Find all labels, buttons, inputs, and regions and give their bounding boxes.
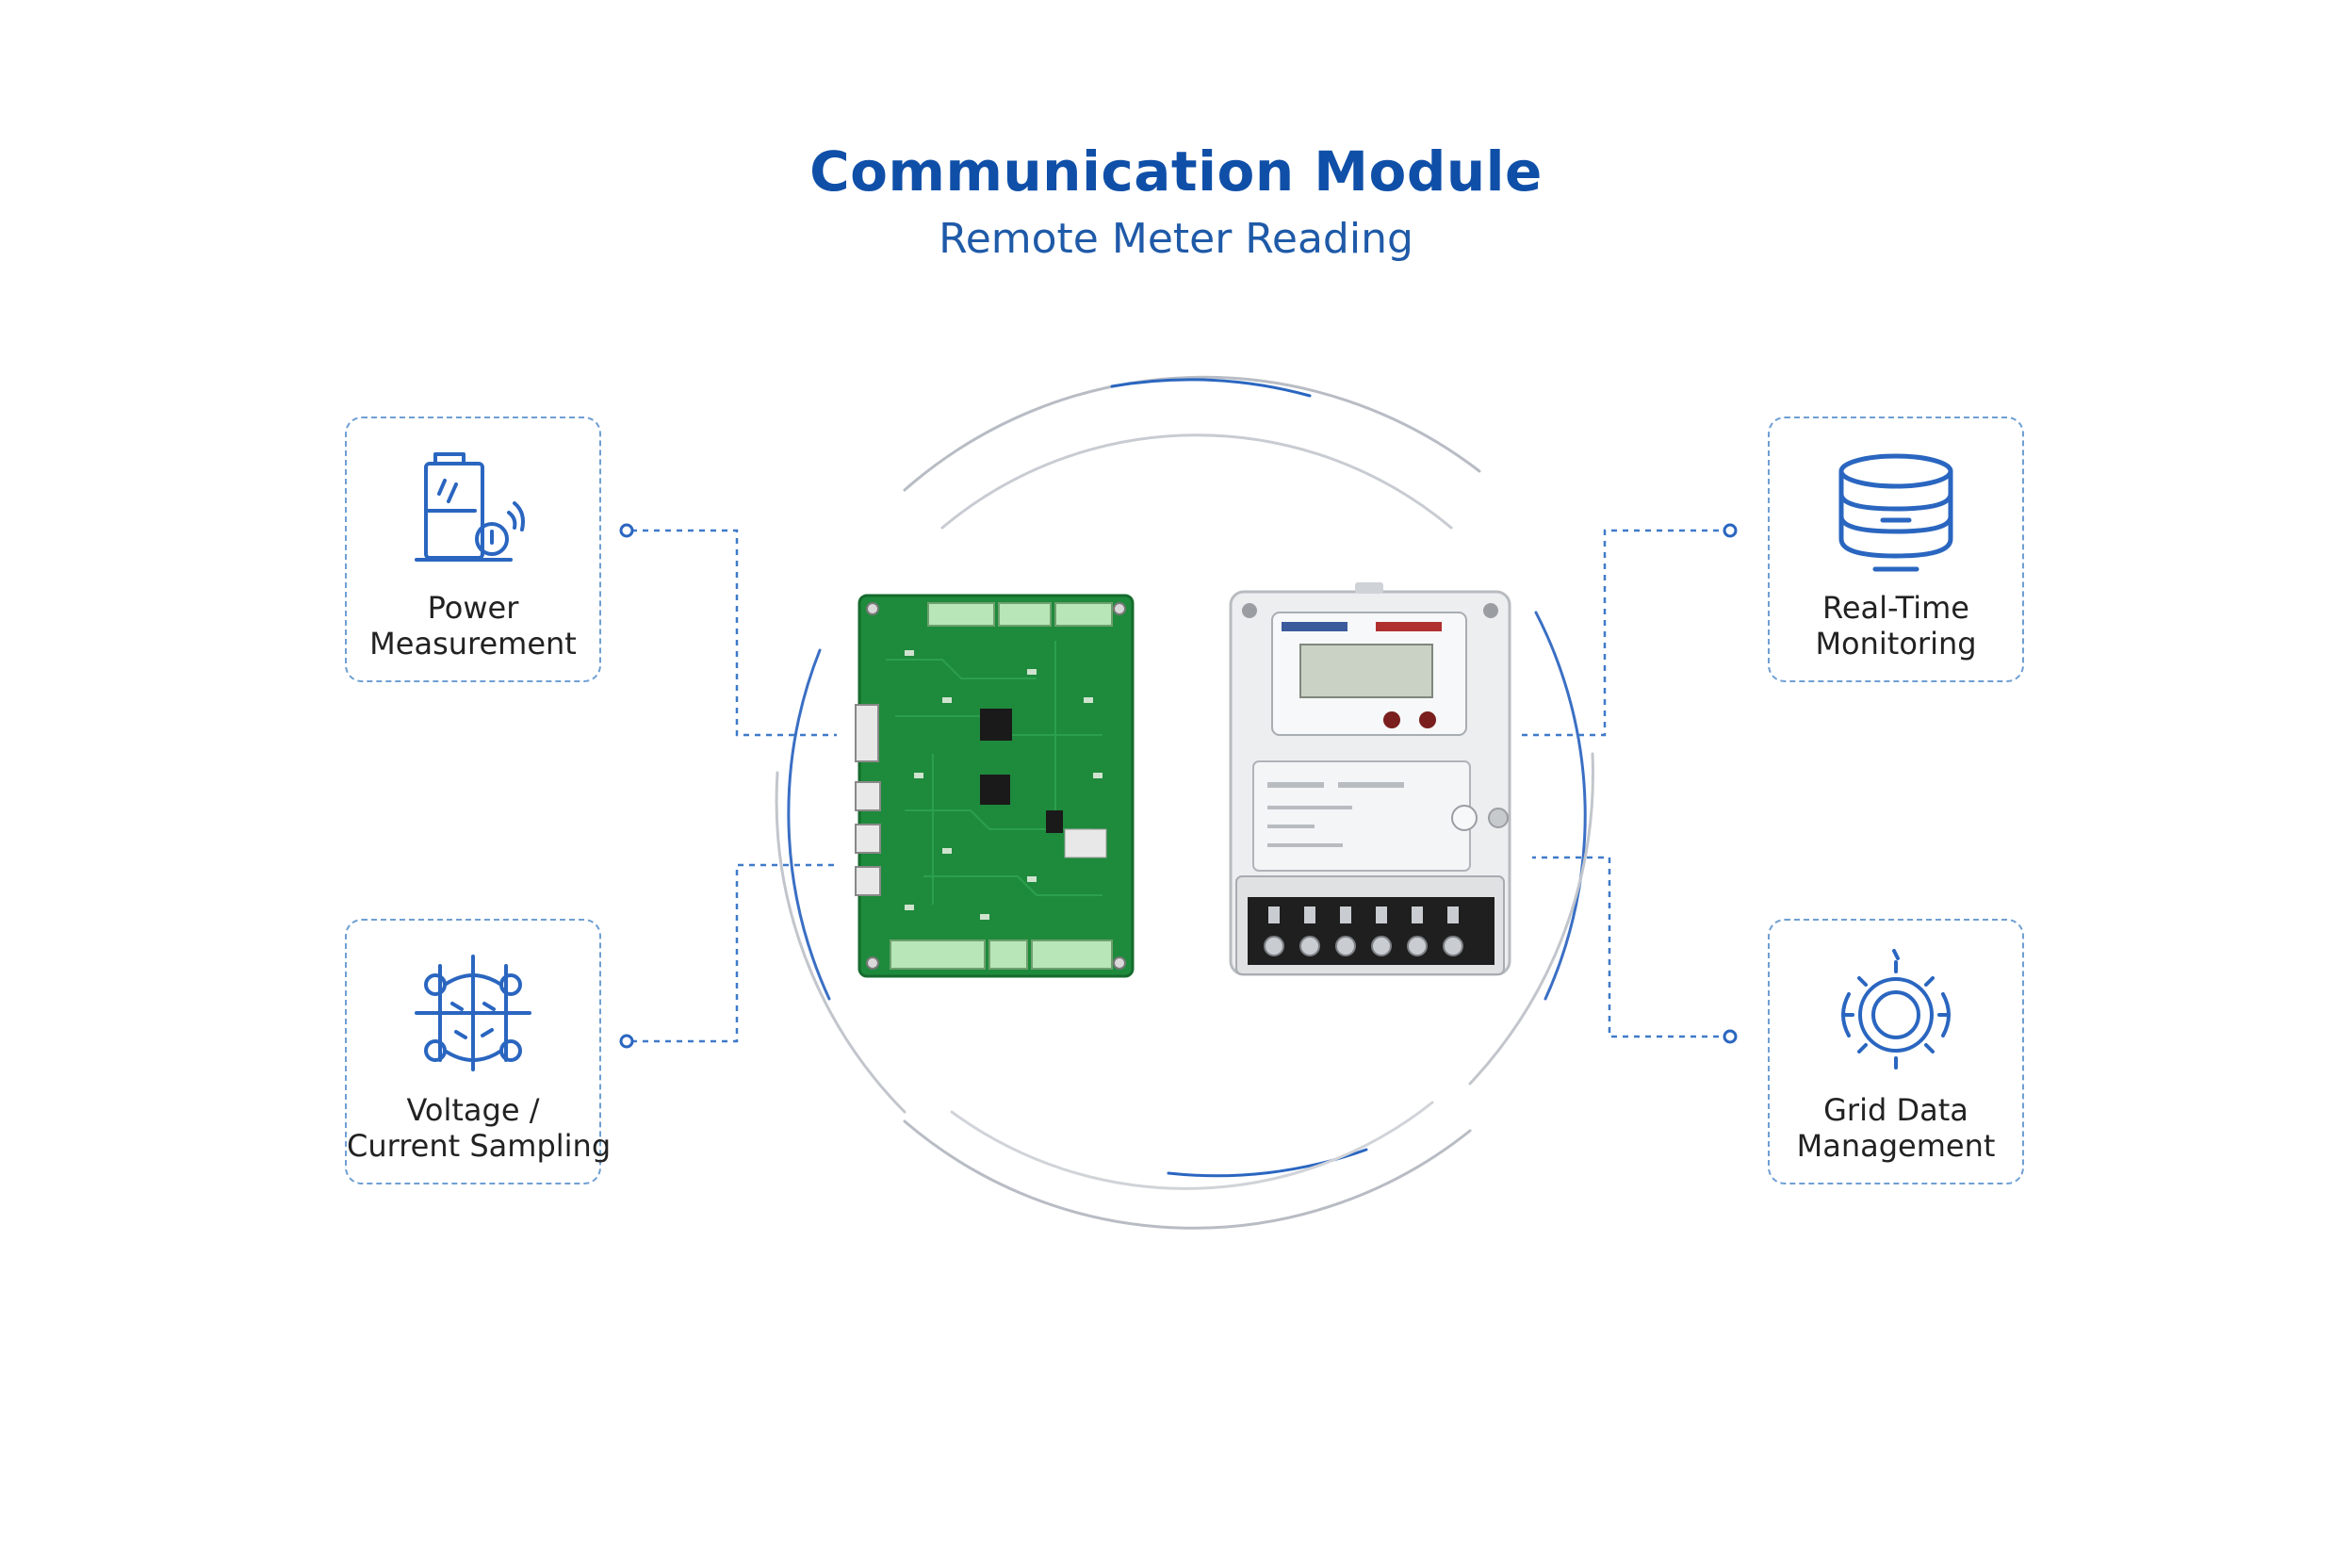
feature-label-line1: Power: [427, 590, 519, 626]
feature-card-voltage-current-sampling: Voltage / Current Sampling: [345, 919, 612, 1184]
connector-dot-power: [619, 523, 634, 538]
outer-arc-bottom: [903, 1119, 1472, 1230]
outer-arc-bottom-blue: [1167, 1148, 1368, 1178]
feature-label-line2: Management: [1796, 1128, 1996, 1164]
page-title: Communication Module: [809, 139, 1543, 204]
outer-arc-top-blue: [1110, 378, 1312, 398]
feature-card-real-time-monitoring: Real-Time Monitoring: [1768, 416, 2024, 682]
outer-arc-top: [903, 375, 1481, 492]
feature-label-line1: Real-Time: [1822, 590, 1969, 626]
outer-arc-right-2: [1468, 752, 1594, 1086]
database-icon: [1838, 453, 1953, 572]
gear-icon: [1841, 949, 1951, 1070]
feature-label-line1: Voltage /: [406, 1092, 540, 1128]
page-subtitle: Remote Meter Reading: [939, 215, 1413, 263]
outer-arc-left: [787, 648, 831, 1001]
connector-dot-grid: [1723, 1029, 1738, 1044]
connector-grid: [1532, 856, 1730, 1038]
connector-dot-realtime: [1723, 523, 1738, 538]
outer-arc-left-2: [775, 771, 906, 1114]
power-measurement-icon: [415, 452, 525, 562]
feature-label-line2: Measurement: [369, 626, 577, 662]
outer-arc-top-inner: [940, 433, 1453, 530]
connector-dot-voltage: [619, 1034, 634, 1049]
feature-card-power-measurement: Power Measurement: [345, 416, 601, 682]
voltage-current-sampling-icon: [415, 955, 531, 1071]
outer-arc-bottom-2: [950, 1101, 1434, 1190]
feature-label-line1: Grid Data: [1823, 1092, 1968, 1128]
feature-label-line2: Current Sampling: [347, 1128, 612, 1164]
connector-realtime: [1519, 529, 1730, 737]
outer-arc-right: [1534, 611, 1587, 1001]
connector-power: [631, 529, 837, 737]
connector-voltage: [631, 863, 837, 1043]
feature-label-line2: Monitoring: [1815, 626, 1977, 662]
feature-card-grid-data-management: Grid Data Management: [1768, 919, 2024, 1184]
